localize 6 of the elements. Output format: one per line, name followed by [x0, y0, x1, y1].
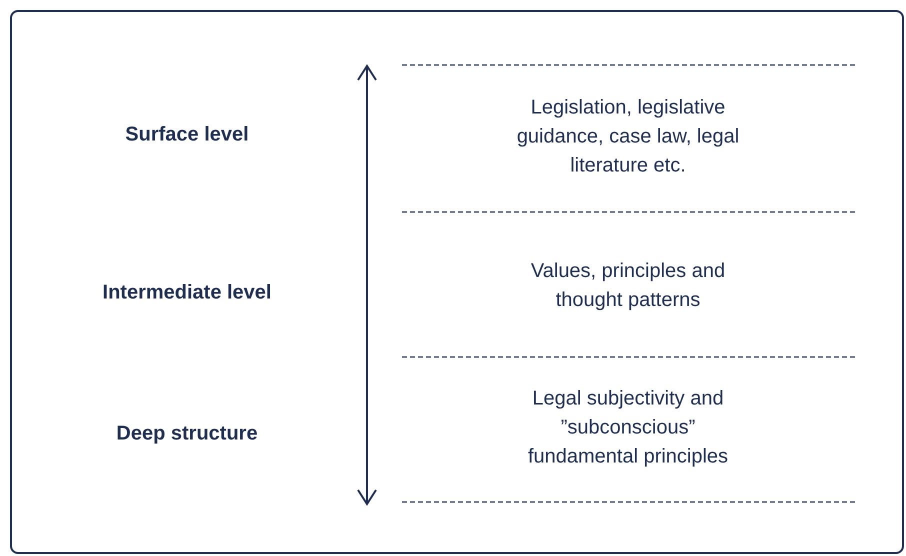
level-name: Surface level — [124, 122, 250, 148]
level-description: Values, principles and thought patterns — [530, 259, 726, 313]
level-name: Deep structure — [115, 422, 259, 446]
level-description: Legislation, legislative guidance, case law, legal literature etc. — [516, 96, 740, 178]
level-description: Legal subjectivity and ”subconscious” fundamental principles — [526, 386, 730, 470]
level-name: Intermediate level — [102, 280, 272, 306]
